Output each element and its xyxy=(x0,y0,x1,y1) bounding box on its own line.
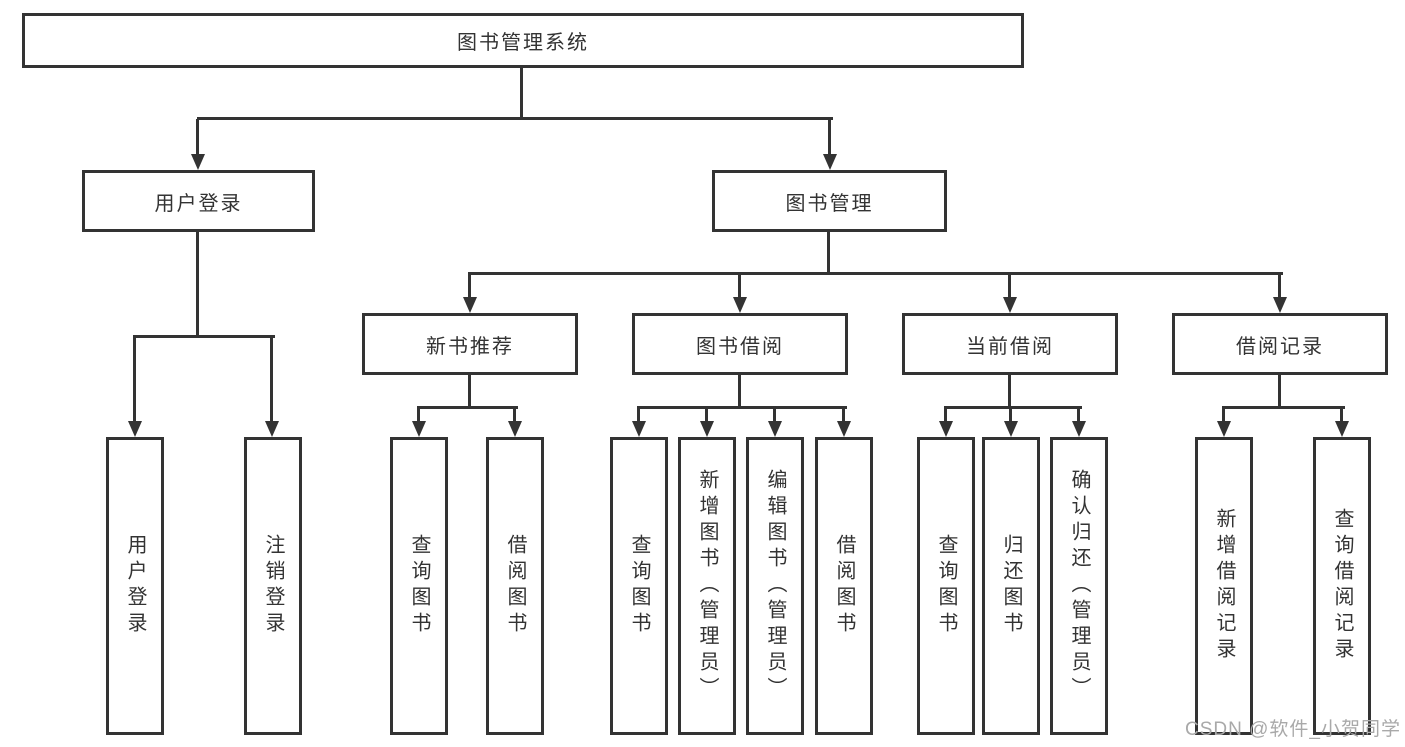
node-new-book-recommend: 新书推荐 xyxy=(362,313,578,375)
connector-line xyxy=(417,408,420,423)
connector-line xyxy=(1340,408,1343,423)
connector-line xyxy=(196,119,199,156)
connector-line xyxy=(1008,375,1011,408)
csdn-watermark: CSDN @软件_小贺同学 xyxy=(1185,719,1401,740)
connector-line xyxy=(196,232,199,337)
leaf-confirm-return-admin-label: 确认归还（管理员） xyxy=(1068,469,1090,703)
arrowhead-icon xyxy=(1217,421,1231,437)
arrowhead-icon xyxy=(632,421,646,437)
arrowhead-icon xyxy=(700,421,714,437)
arrowhead-icon xyxy=(768,421,782,437)
node-new-book-recommend-label: 新书推荐 xyxy=(426,335,514,358)
connector-line xyxy=(1222,408,1225,423)
arrowhead-icon xyxy=(508,421,522,437)
leaf-borrow-books: 借阅图书 xyxy=(815,437,873,735)
leaf-query-books-recommend: 查询图书 xyxy=(390,437,448,735)
arrowhead-icon xyxy=(1003,297,1017,313)
connector-line xyxy=(1278,274,1281,299)
arrowhead-icon xyxy=(1004,421,1018,437)
connector-line xyxy=(1278,375,1281,408)
connector-line xyxy=(513,408,516,423)
leaf-borrow-books-recommend: 借阅图书 xyxy=(486,437,544,735)
node-current-borrow: 当前借阅 xyxy=(902,313,1118,375)
connector-line xyxy=(738,375,741,408)
connector-line xyxy=(133,335,275,338)
leaf-query-borrow-record: 查询借阅记录 xyxy=(1313,437,1371,735)
node-borrow-records-label: 借阅记录 xyxy=(1236,335,1324,358)
leaf-edit-books-admin: 编辑图书（管理员） xyxy=(746,437,804,735)
connector-line xyxy=(827,232,830,275)
arrowhead-icon xyxy=(191,154,205,170)
connector-line xyxy=(828,119,831,156)
connector-line xyxy=(468,375,471,408)
leaf-query-books-borrow-label: 查询图书 xyxy=(628,534,650,638)
leaf-confirm-return-admin: 确认归还（管理员） xyxy=(1050,437,1108,735)
connector-line xyxy=(520,68,523,119)
node-book-management: 图书管理 xyxy=(712,170,947,232)
node-root-label: 图书管理系统 xyxy=(457,32,589,54)
node-root: 图书管理系统 xyxy=(22,13,1024,68)
node-borrow-records: 借阅记录 xyxy=(1172,313,1388,375)
connector-line xyxy=(1009,408,1012,423)
connector-line xyxy=(1222,406,1345,409)
arrowhead-icon xyxy=(939,421,953,437)
connector-line xyxy=(1077,408,1080,423)
connector-line xyxy=(417,406,518,409)
leaf-add-borrow-record: 新增借阅记录 xyxy=(1195,437,1253,735)
leaf-logout: 注销登录 xyxy=(244,437,302,735)
leaf-query-books-current-label: 查询图书 xyxy=(935,534,957,638)
connector-line xyxy=(944,408,947,423)
arrowhead-icon xyxy=(463,297,477,313)
arrowhead-icon xyxy=(837,421,851,437)
node-current-borrow-label: 当前借阅 xyxy=(966,335,1054,358)
arrowhead-icon xyxy=(265,421,279,437)
node-book-borrow-label: 图书借阅 xyxy=(696,335,784,358)
connector-line xyxy=(637,406,847,409)
leaf-edit-books-admin-label: 编辑图书（管理员） xyxy=(764,469,786,703)
connector-line xyxy=(468,272,1283,275)
leaf-return-books: 归还图书 xyxy=(982,437,1040,735)
connector-line xyxy=(944,406,1082,409)
leaf-user-login: 用户登录 xyxy=(106,437,164,735)
leaf-query-borrow-record-label: 查询借阅记录 xyxy=(1331,508,1353,664)
connector-line xyxy=(637,408,640,423)
arrowhead-icon xyxy=(733,297,747,313)
leaf-return-books-label: 归还图书 xyxy=(1000,534,1022,638)
connector-line xyxy=(1008,274,1011,299)
connector-line xyxy=(842,408,845,423)
leaf-borrow-books-label: 借阅图书 xyxy=(833,534,855,638)
node-book-management-label: 图书管理 xyxy=(785,192,874,215)
leaf-add-books-admin-label: 新增图书（管理员） xyxy=(696,469,718,703)
connector-line xyxy=(738,274,741,299)
leaf-add-borrow-record-label: 新增借阅记录 xyxy=(1213,508,1235,664)
connector-line xyxy=(133,337,136,423)
leaf-query-books-recommend-label: 查询图书 xyxy=(408,534,430,638)
connector-line xyxy=(705,408,708,423)
leaf-query-books-current: 查询图书 xyxy=(917,437,975,735)
node-user-login-label: 用户登录 xyxy=(154,192,243,215)
arrowhead-icon xyxy=(1335,421,1349,437)
node-book-borrow: 图书借阅 xyxy=(632,313,848,375)
connector-line xyxy=(197,117,833,120)
arrowhead-icon xyxy=(412,421,426,437)
leaf-borrow-books-recommend-label: 借阅图书 xyxy=(504,534,526,638)
arrowhead-icon xyxy=(1072,421,1086,437)
arrowhead-icon xyxy=(823,154,837,170)
connector-line xyxy=(270,337,273,423)
connector-line xyxy=(468,274,471,299)
arrowhead-icon xyxy=(128,421,142,437)
node-user-login: 用户登录 xyxy=(82,170,315,232)
connector-line xyxy=(773,408,776,423)
arrowhead-icon xyxy=(1273,297,1287,313)
leaf-add-books-admin: 新增图书（管理员） xyxy=(678,437,736,735)
leaf-query-books-borrow: 查询图书 xyxy=(610,437,668,735)
leaf-logout-label: 注销登录 xyxy=(262,534,284,638)
leaf-user-login-label: 用户登录 xyxy=(124,534,146,638)
